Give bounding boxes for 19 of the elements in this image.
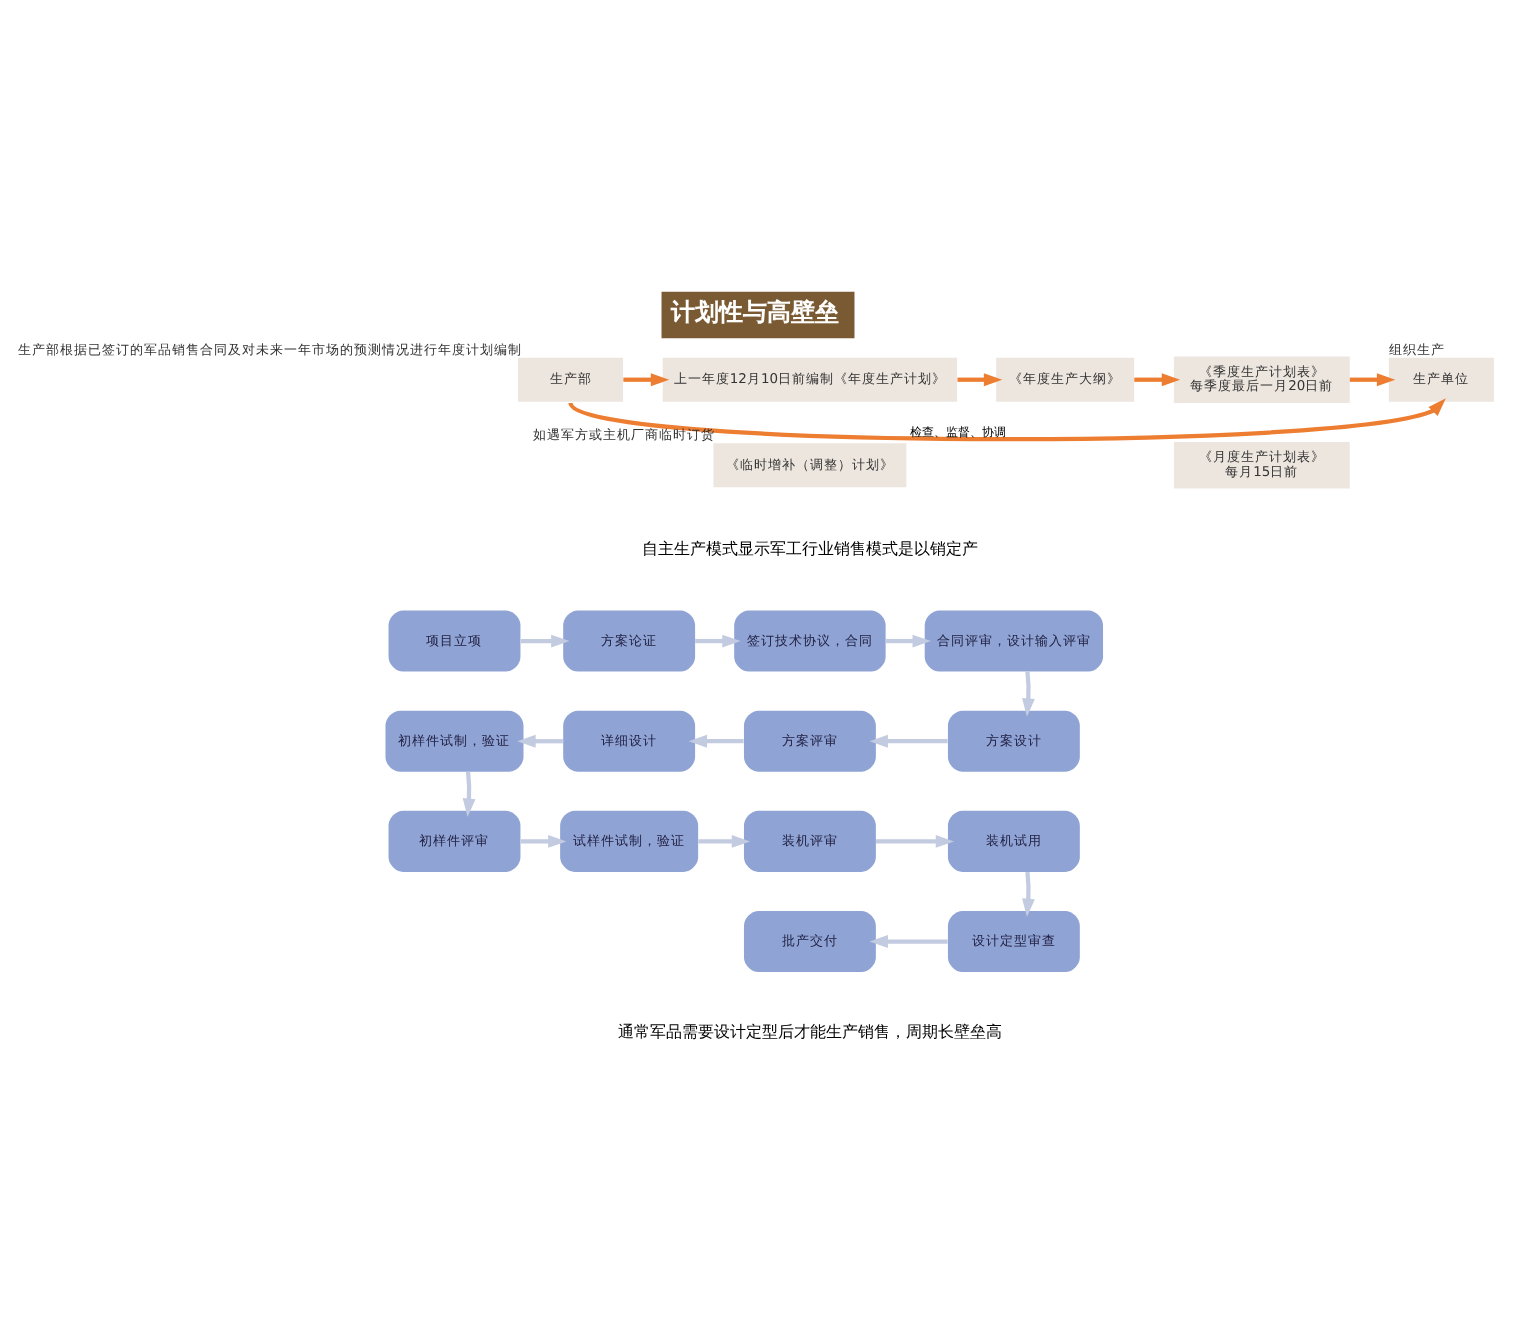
arrow — [1022, 670, 1035, 716]
arrow — [688, 733, 744, 747]
arrow — [520, 833, 567, 847]
arrow — [569, 397, 1446, 441]
arrow — [623, 372, 670, 386]
arrow — [517, 733, 563, 747]
arrow — [1349, 372, 1396, 386]
arrow — [695, 633, 741, 647]
arrow — [876, 833, 955, 847]
arrow — [462, 770, 476, 816]
arrow — [520, 633, 570, 647]
arrow — [869, 934, 948, 947]
arrow — [886, 633, 931, 647]
arrow — [698, 833, 751, 847]
arrow — [1022, 870, 1035, 917]
diagram-title: 计划性与高壁垒 — [671, 296, 840, 325]
arrow — [1134, 372, 1181, 386]
arrow — [869, 733, 948, 747]
arrow — [957, 372, 1003, 386]
